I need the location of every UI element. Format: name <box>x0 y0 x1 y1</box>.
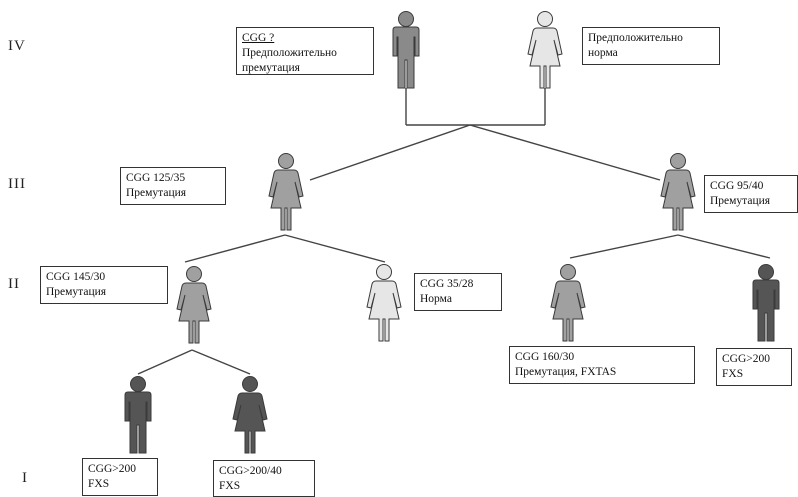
gen4-male-line2-text: Предположительно <box>242 47 337 59</box>
female-body-icon <box>176 282 212 344</box>
gen2-female-c-cgg-text: CGG 160/30 <box>515 351 575 363</box>
gen2-male-d-info-box: CGG>200 FXS <box>716 348 792 386</box>
gen4-female-info-box: Предположительно норма <box>582 27 720 65</box>
gen2-female-c-info-box: CGG 160/30 Премутация, FXTAS <box>509 346 695 384</box>
gen3-female-left-info-box: CGG 125/35 Премутация <box>120 167 226 205</box>
gen4-female-line2-text: норма <box>588 47 618 59</box>
gen3-female-right-status-text: Премутация <box>710 195 771 207</box>
head-icon <box>758 264 774 280</box>
gen2-female-b-status-text: Норма <box>420 293 452 305</box>
head-icon <box>376 264 392 280</box>
male-body-icon <box>752 279 780 342</box>
gen1-female-figure <box>232 376 268 454</box>
gen3-left-to-gen2a-line <box>184 234 286 263</box>
head-icon <box>560 264 576 280</box>
gen3-female-right-cgg-text: CGG 95/40 <box>710 180 764 192</box>
gen4-male-info-box: CGG ? Предположительно премутация <box>236 27 374 75</box>
generation-label-iv: IV <box>8 38 26 54</box>
gen2-male-d-figure <box>752 264 780 342</box>
female-body-icon <box>232 392 268 454</box>
gen3-right-to-gen2c-line <box>569 234 679 259</box>
generation-label-ii: II <box>8 276 20 292</box>
gen1-male-info-box: CGG>200 FXS <box>82 458 158 496</box>
connector-lines <box>137 88 771 375</box>
gen4-to-gen3-left-line <box>309 124 471 181</box>
gen2-female-a-status-text: Премутация <box>46 286 107 298</box>
gen1-male-cgg-text: CGG>200 <box>88 463 137 475</box>
gen4-male-figure <box>392 11 420 89</box>
female-body-icon <box>268 169 304 231</box>
female-body-icon <box>550 280 586 342</box>
generation-label-iii: III <box>8 176 26 192</box>
gen4-male-cgg-text: CGG ? <box>242 32 275 44</box>
head-icon <box>130 376 146 392</box>
gen2-female-b-cgg-text: CGG 35/28 <box>420 278 474 290</box>
gen2-female-a-info-box: CGG 145/30 Премутация <box>40 266 168 304</box>
gen4-male-line3-text: премутация <box>242 62 300 74</box>
male-body-icon <box>392 26 420 89</box>
gen3-female-left-status-text: Премутация <box>126 187 187 199</box>
gen2-female-c-status-text: Премутация, FXTAS <box>515 366 617 378</box>
gen3-female-left-figure <box>268 153 304 231</box>
head-icon <box>278 153 294 169</box>
male-body-icon <box>124 391 152 454</box>
generation-label-i: I <box>22 470 28 486</box>
gen2-female-a-cgg-text: CGG 145/30 <box>46 271 106 283</box>
gen2a-to-gen1-male-line <box>137 349 193 375</box>
gen2-female-b-figure <box>366 264 402 342</box>
gen2-female-a-figure <box>176 266 212 344</box>
female-body-icon <box>527 27 563 89</box>
female-body-icon <box>366 280 402 342</box>
gen1-male-figure <box>124 376 152 454</box>
gen4-female-line1-text: Предположительно <box>588 32 683 44</box>
gen4-to-gen3-right-line <box>469 124 661 181</box>
gen2a-to-gen1-female-line <box>191 349 251 375</box>
gen2-female-c-figure <box>550 264 586 342</box>
gen2-female-b-info-box: CGG 35/28 Норма <box>414 273 502 311</box>
gen3-female-right-figure <box>660 153 696 231</box>
gen2-male-d-status-text: FXS <box>722 368 744 380</box>
head-icon <box>670 153 686 169</box>
gen4-female-figure <box>527 11 563 89</box>
gen3-left-to-gen2b-line <box>284 234 386 263</box>
gen3-female-right-info-box: CGG 95/40 Премутация <box>704 175 798 213</box>
female-body-icon <box>660 169 696 231</box>
head-icon <box>186 266 202 282</box>
head-icon <box>242 376 258 392</box>
gen1-female-status-text: FXS <box>219 480 241 492</box>
head-icon <box>398 11 414 27</box>
gen1-female-info-box: CGG>200/40 FXS <box>213 460 315 497</box>
gen3-right-to-gen2d-line <box>677 234 771 259</box>
gen1-male-status-text: FXS <box>88 478 110 490</box>
gen2-male-d-cgg-text: CGG>200 <box>722 353 771 365</box>
gen3-female-left-cgg-text: CGG 125/35 <box>126 172 186 184</box>
head-icon <box>537 11 553 27</box>
gen1-female-cgg-text: CGG>200/40 <box>219 465 282 477</box>
